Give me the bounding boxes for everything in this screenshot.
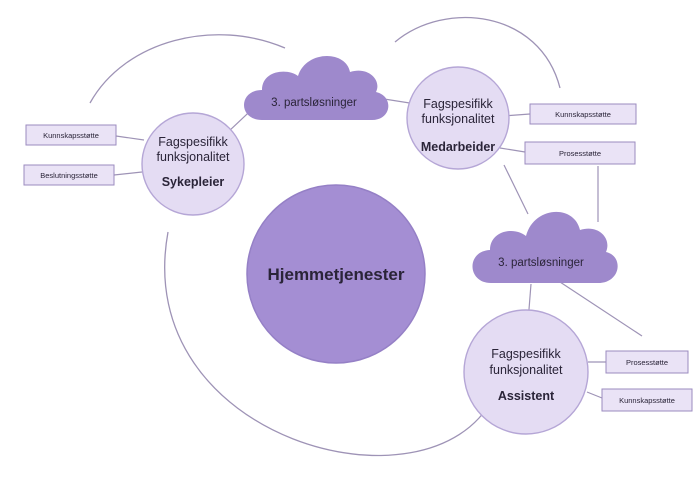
box-sykepleier-beslutning-rect (23, 164, 115, 186)
box-assistent-kunnskap: Kunnskapsstøtte (601, 388, 693, 412)
box-medarbeider-prosess-rect (524, 141, 636, 165)
node-medarbeider-line1: Fagspesifikk (423, 97, 493, 111)
box-assistent-prosess-rect (605, 350, 689, 374)
arc-top-left (89, 34, 286, 104)
cloud-right-shape (472, 211, 618, 283)
cloud-right: 3. partsløsninger (472, 211, 618, 283)
arc-top-right (394, 16, 561, 89)
cloud-top: 3. partsløsninger (244, 55, 389, 120)
box-medarbeider-prosess: Prosesstøtte (524, 141, 636, 165)
box-assistent-prosess-label: Prosesstøtte (626, 358, 668, 367)
node-assistent-line1: Fagspesifikk (491, 347, 561, 361)
box-sykepleier-kunnskap-label: Kunnskapsstøtte (43, 131, 99, 140)
node-medarbeider-circle (406, 66, 510, 170)
box-assistent-kunnskap-rect (601, 388, 693, 412)
node-medarbeider-line2: funksjonalitet (422, 112, 495, 126)
node-sykepleier: Fagspesifikk funksjonalitet Sykepleier (141, 112, 245, 216)
line-box-sykepleier-1 (115, 135, 145, 141)
line-box-sykepleier-2 (113, 171, 143, 176)
box-medarbeider-kunnskap-label: Kunnskapsstøtte (555, 110, 611, 119)
node-assistent-line2: funksjonalitet (490, 363, 563, 377)
cloud-top-label: 3. partsløsninger (271, 97, 357, 109)
node-assistent: Fagspesifikk funksjonalitet Assistent (463, 309, 589, 435)
box-sykepleier-kunnskap: Kunnskapsstøtte (25, 124, 117, 146)
center-node: Hjemmetjenester (246, 184, 426, 364)
node-sykepleier-circle (141, 112, 245, 216)
node-sykepleier-line1: Fagspesifikk (158, 135, 228, 149)
box-medarbeider-prosess-label: Prosesstøtte (559, 149, 601, 158)
node-medarbeider: Fagspesifikk funksjonalitet Medarbeider (406, 66, 510, 170)
box-assistent-kunnskap-label: Kunnskapsstøtte (619, 396, 675, 405)
cloud-top-shape (244, 55, 389, 120)
arc-bottom (164, 231, 494, 457)
node-assistent-role: Assistent (498, 389, 555, 403)
node-medarbeider-role: Medarbeider (421, 140, 495, 154)
box-sykepleier-beslutning-label: Beslutningsstøtte (40, 171, 98, 180)
center-circle (246, 184, 426, 364)
node-sykepleier-line2: funksjonalitet (157, 150, 230, 164)
box-medarbeider-kunnskap: Kunnskapsstøtte (529, 103, 637, 125)
box-assistent-prosess: Prosesstøtte (605, 350, 689, 374)
center-label: Hjemmetjenester (267, 265, 404, 284)
line-cloud-prosess (559, 281, 643, 337)
box-sykepleier-beslutning: Beslutningsstøtte (23, 164, 115, 186)
box-medarbeider-kunnskap-rect (529, 103, 637, 125)
box-sykepleier-kunnskap-rect (25, 124, 117, 146)
line-box-medarbeider-2 (499, 147, 526, 153)
cloud-right-label: 3. partsløsninger (498, 257, 584, 269)
line-box-assistent-2 (586, 391, 603, 399)
node-assistent-circle (463, 309, 589, 435)
node-sykepleier-role: Sykepleier (162, 175, 225, 189)
line-medarbeider-cloud (503, 164, 529, 215)
